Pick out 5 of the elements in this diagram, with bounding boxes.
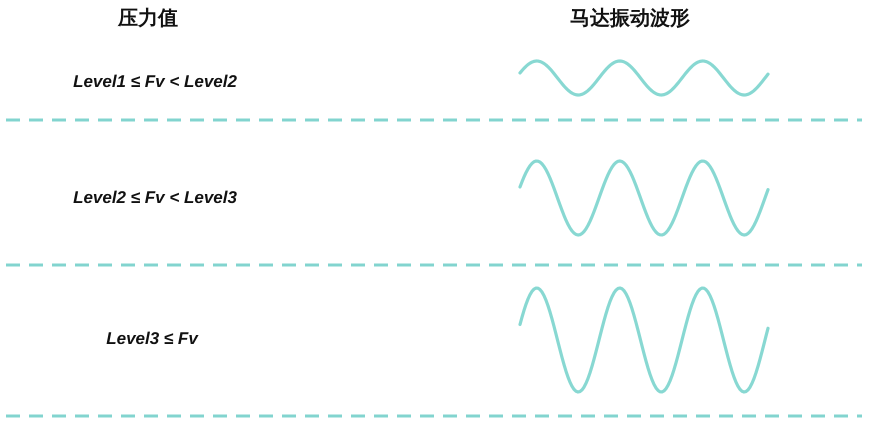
condition-text: Level2 ≤ Fv < Level3 — [73, 188, 237, 208]
column-heading: 马达振动波形 — [570, 4, 690, 32]
condition-text: Level3 ≤ Fv — [106, 329, 198, 349]
condition-text: Level1 ≤ Fv < Level2 — [73, 72, 237, 92]
column-heading: 压力值 — [118, 4, 178, 32]
